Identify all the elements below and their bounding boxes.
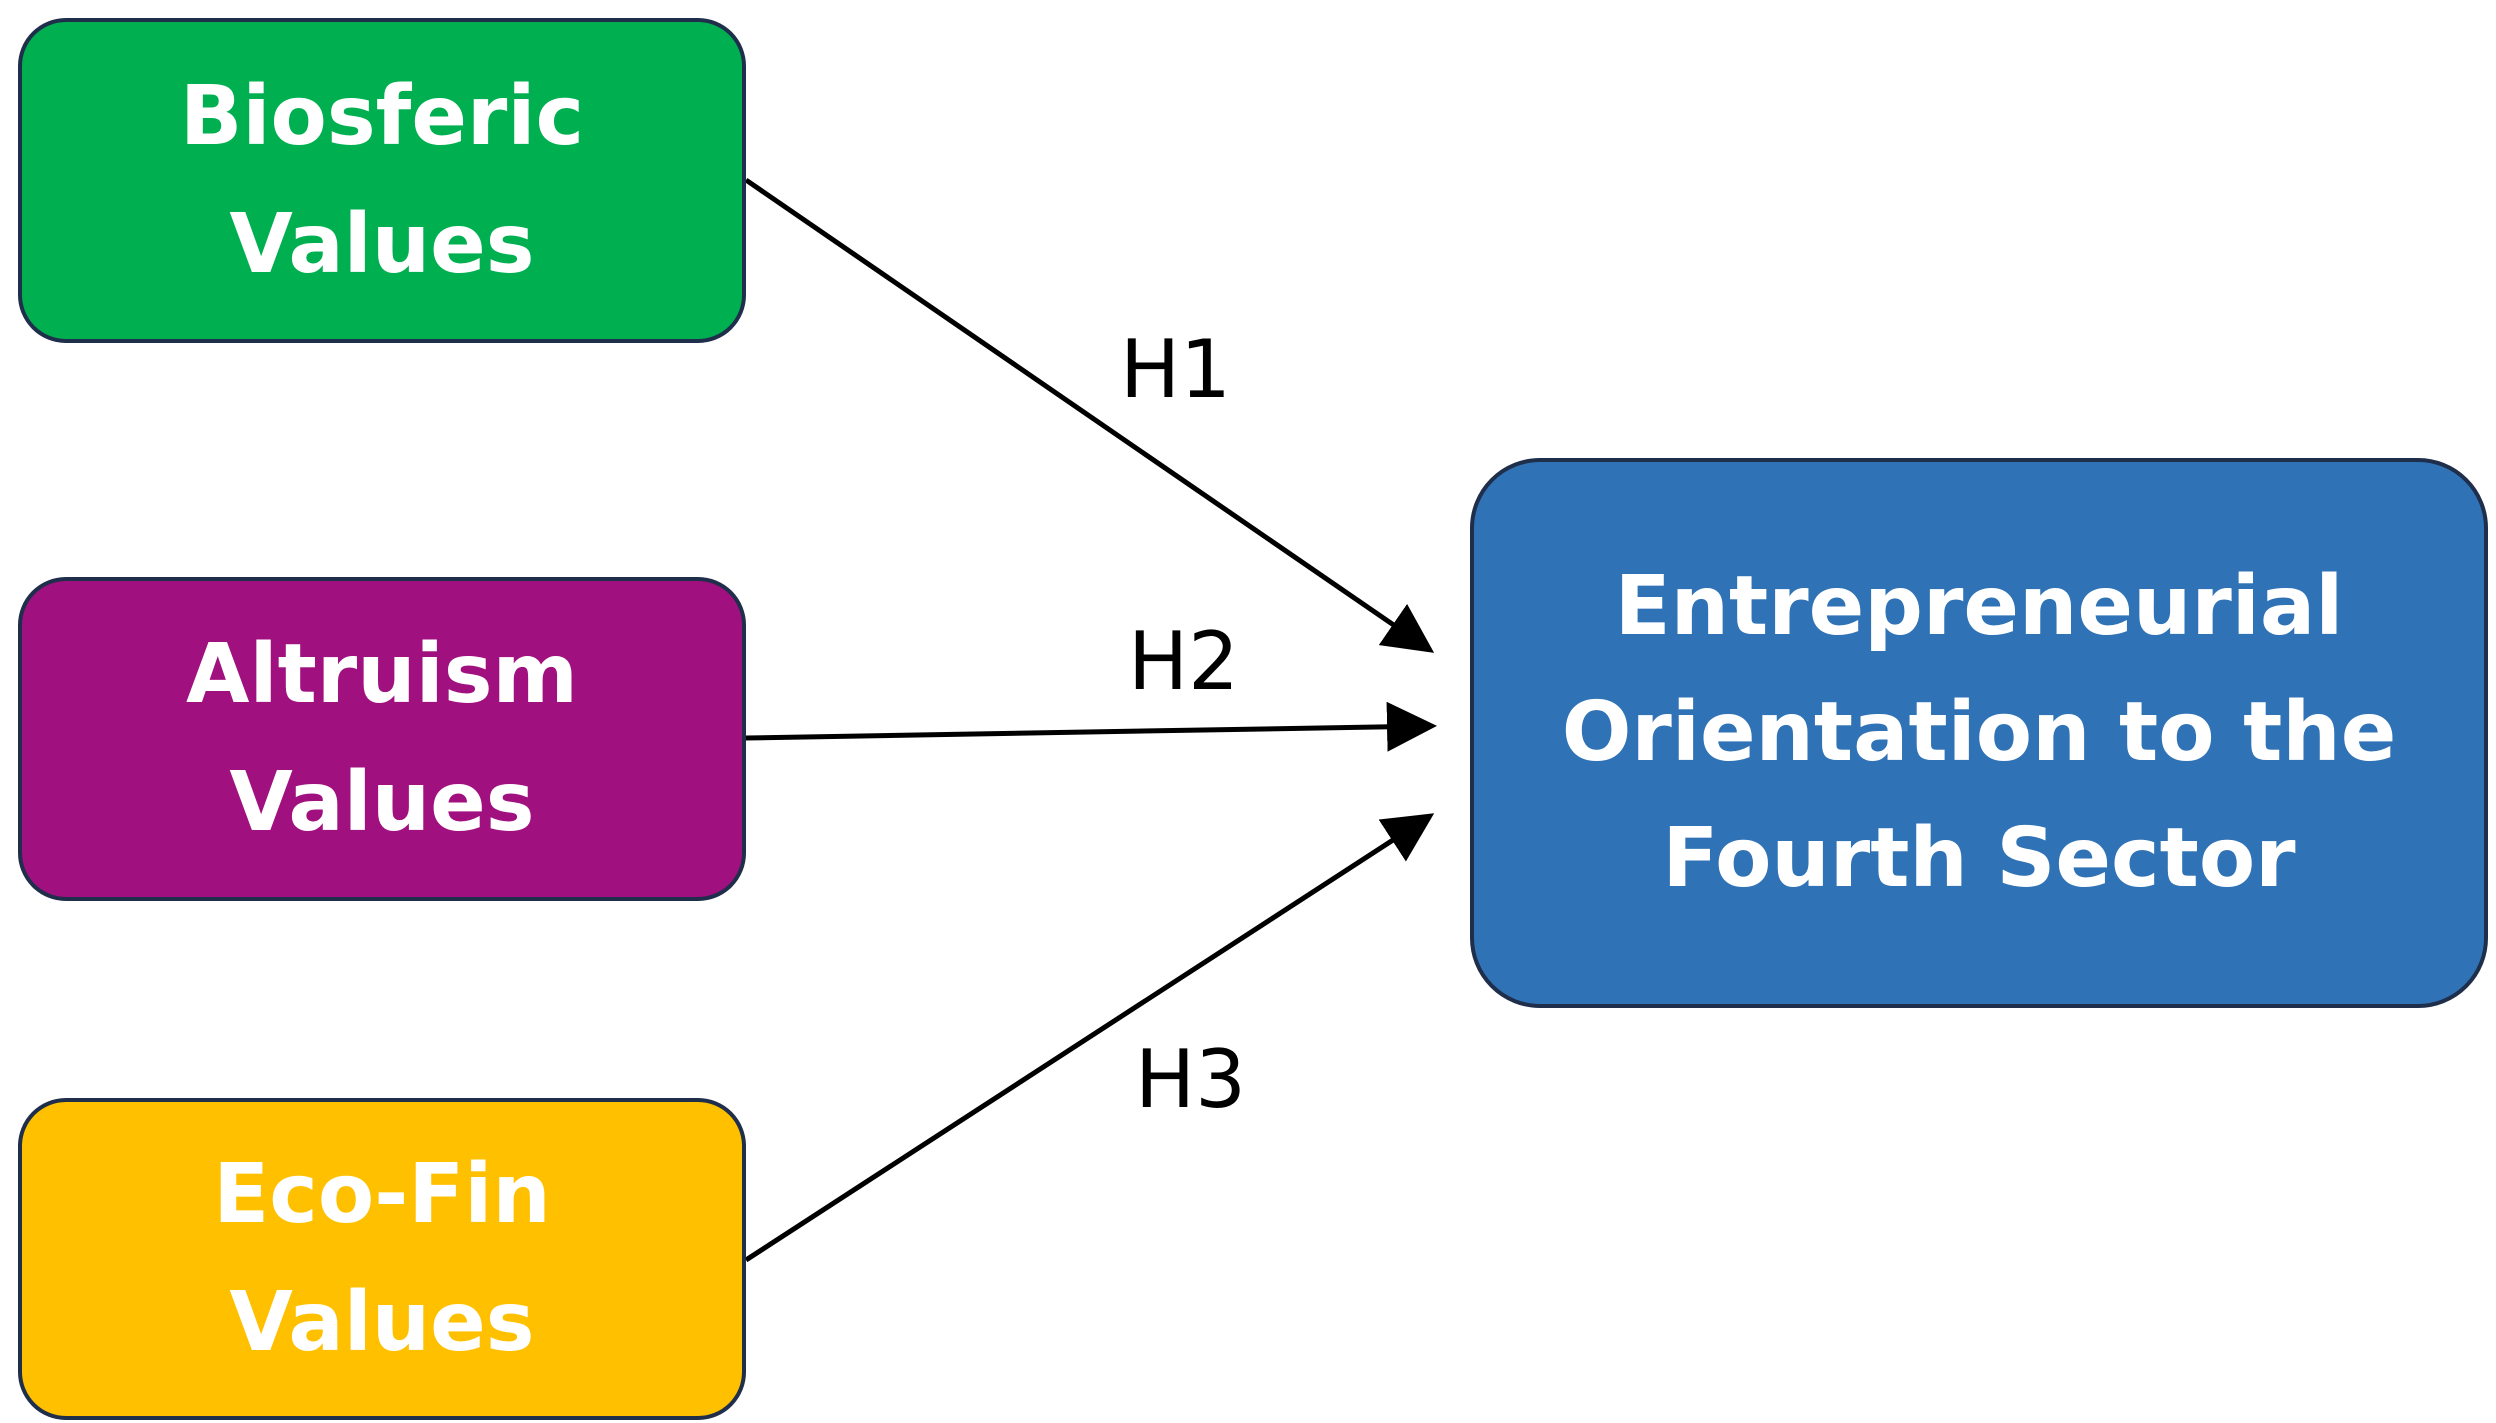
arrow-h2 bbox=[745, 701, 1437, 752]
node-altruism-line1: Altruism bbox=[186, 627, 578, 722]
node-ecofin-label: Eco-Fin Values bbox=[213, 1131, 551, 1387]
hypothesis-label-h2: H2 bbox=[1128, 615, 1240, 708]
node-target-line3: Fourth Sector bbox=[1662, 811, 2296, 906]
node-target-label: Entrepreneurial Orientation to the Fourt… bbox=[1562, 544, 2397, 922]
node-biosferic-label: Biosferic Values bbox=[180, 53, 584, 309]
node-altruism-line2: Values bbox=[229, 755, 535, 850]
hypothesis-label-h3: H3 bbox=[1135, 1033, 1247, 1126]
node-ecofin-values: Eco-Fin Values bbox=[18, 1098, 746, 1420]
node-biosferic-line1: Biosferic bbox=[179, 68, 585, 164]
node-biosferic-values: Biosferic Values bbox=[18, 18, 746, 343]
node-biosferic-line2: Values bbox=[229, 196, 535, 292]
node-altruism-values: Altruism Values bbox=[18, 577, 746, 901]
hypothesis-label-h1: H1 bbox=[1120, 323, 1232, 416]
node-altruism-label: Altruism Values bbox=[186, 611, 578, 867]
node-target-line2: Orientation to the bbox=[1561, 685, 2397, 780]
node-entrepreneurial-orientation: Entrepreneurial Orientation to the Fourt… bbox=[1470, 458, 2488, 1008]
node-target-line1: Entrepreneurial bbox=[1614, 559, 2344, 654]
arrow-h1 bbox=[744, 177, 1435, 653]
arrow-h3 bbox=[744, 813, 1435, 1263]
node-ecofin-line2: Values bbox=[229, 1275, 535, 1370]
node-ecofin-line1: Eco-Fin bbox=[213, 1147, 551, 1242]
